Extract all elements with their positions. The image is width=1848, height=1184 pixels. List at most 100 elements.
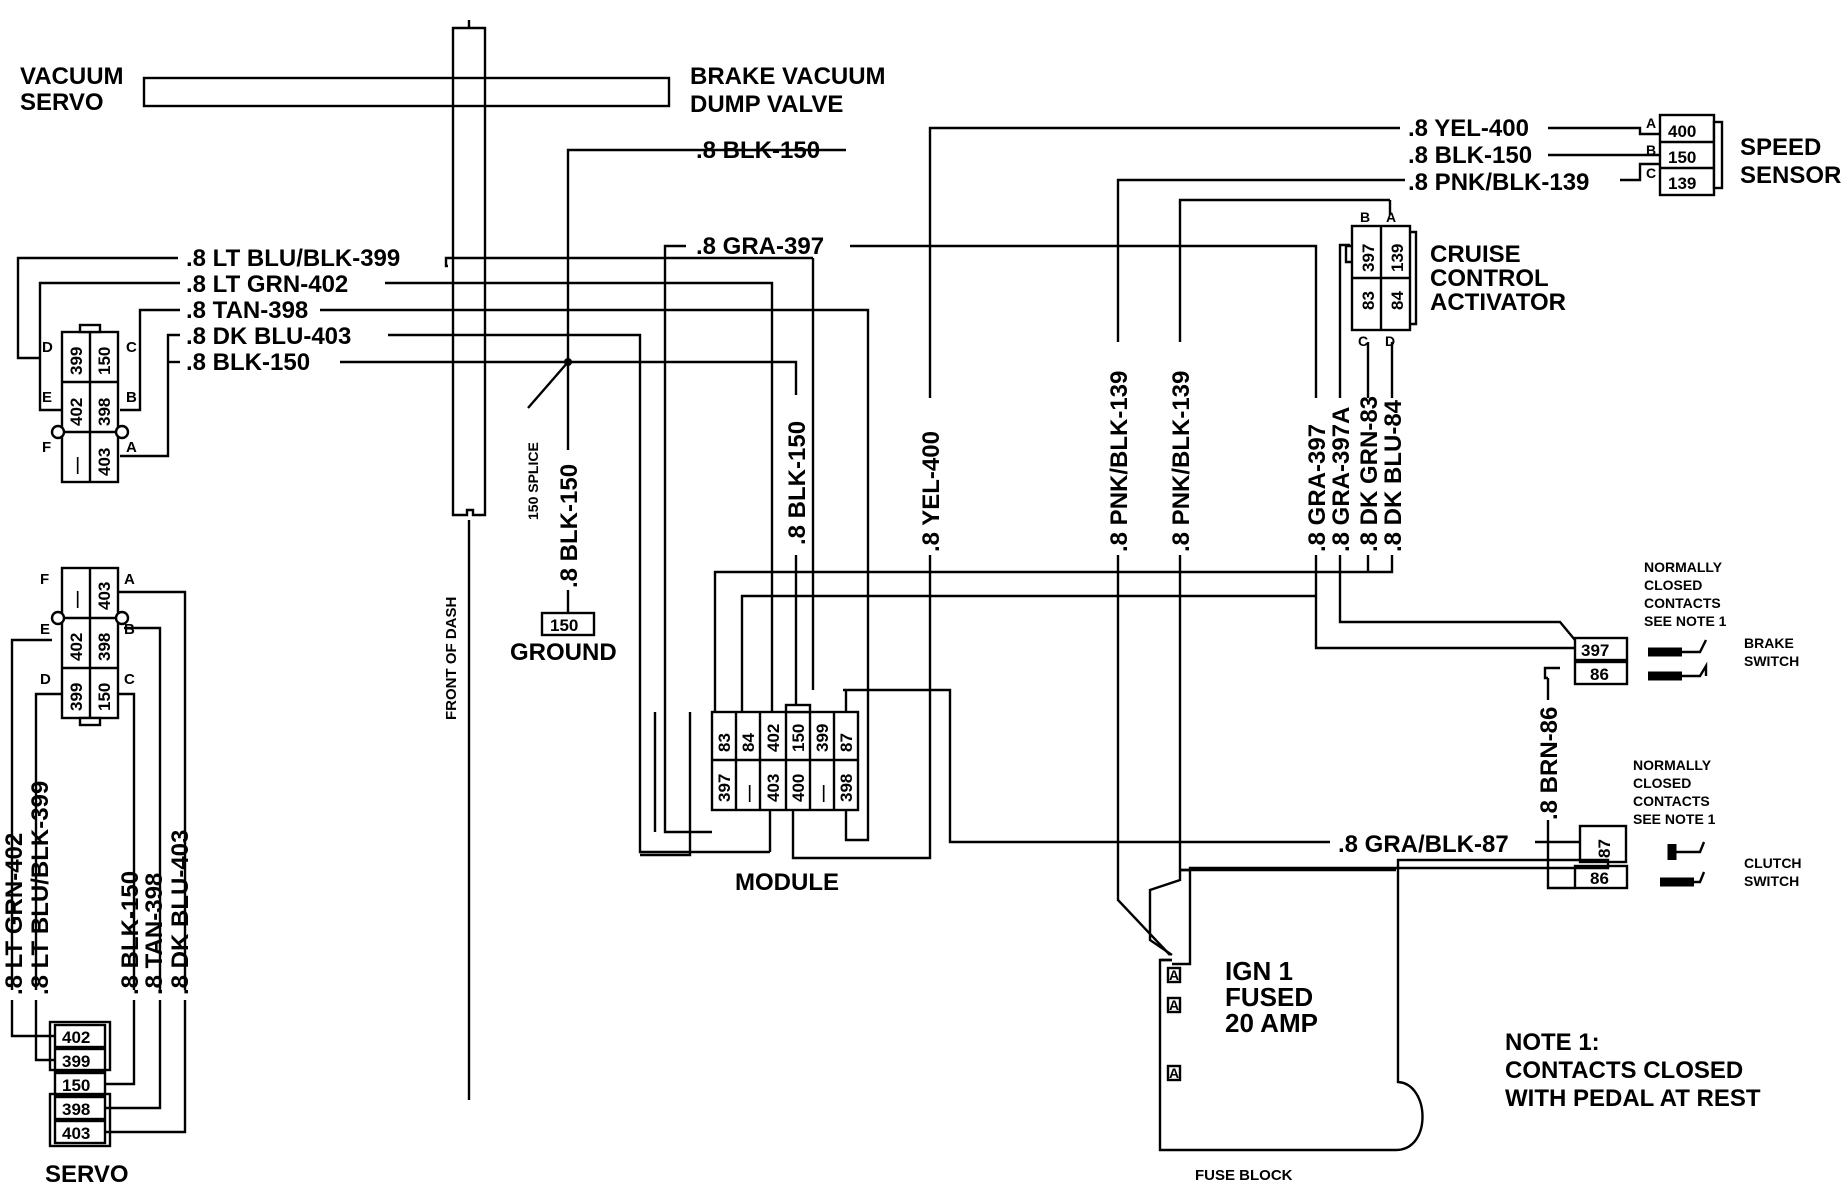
activator-letter-b: B	[1360, 209, 1370, 225]
vwire-dkblu84: .8 DK BLU-84	[1380, 399, 1407, 552]
activator-label-2: CONTROL	[1430, 265, 1549, 292]
servo1-pin-403: 403	[95, 448, 114, 476]
servo2-letter-c: C	[124, 671, 135, 688]
clutch-contacts-icon	[1660, 844, 1694, 887]
clutch-nc-1: NORMALLY	[1633, 757, 1712, 773]
wire-label-ltgrn402: .8 LT GRN-402	[186, 271, 348, 298]
servo2-letter-d: D	[40, 671, 51, 688]
vwire-dkblu403: .8 DK BLU-403	[167, 830, 194, 995]
speed-sensor-label-2: SENSOR	[1740, 162, 1841, 189]
activator-pin-84: 84	[1388, 291, 1407, 310]
servo-label: SERVO	[45, 1161, 129, 1184]
clutch-nc-2: CLOSED	[1633, 775, 1691, 791]
brake-pin-397: 397	[1581, 641, 1609, 660]
note-line-1: NOTE 1:	[1505, 1029, 1600, 1056]
clutch-switch-blade-icon	[1672, 841, 1706, 884]
activator-label-3: ACTIVATOR	[1430, 289, 1566, 316]
note-line-2: CONTACTS CLOSED	[1505, 1057, 1743, 1084]
servo1-letter-f: F	[42, 439, 51, 456]
activator-pin-83: 83	[1359, 291, 1378, 310]
vwire-tan398: .8 TAN-398	[141, 873, 168, 995]
servo2-letter-e: E	[40, 621, 50, 638]
vwire-gra397a: .8 GRA-397A	[1328, 407, 1355, 552]
servo2-letter-b: B	[124, 621, 135, 638]
vwire-pnkblk139-a: .8 PNK/BLK-139	[1106, 371, 1133, 552]
servo2-letter-f: F	[40, 571, 49, 588]
wire-label-tan398: .8 TAN-398	[186, 297, 308, 324]
servo-connector-1: 399 150 402 398 — 403 D E F C B A	[42, 323, 137, 484]
activator-letter-d: D	[1385, 333, 1395, 349]
dump-valve-label-2: DUMP VALVE	[690, 91, 843, 118]
vwire-yel400: .8 YEL-400	[918, 431, 945, 552]
vacuum-hose: VACUUM SERVO BRAKE VACUUM DUMP VALVE	[20, 63, 886, 118]
module-pin-top-1: 84	[739, 733, 758, 752]
wire-label-blk150-speed: .8 BLK-150	[1408, 142, 1532, 169]
note-line-3: WITH PEDAL AT REST	[1505, 1085, 1761, 1112]
brake-nc-2: CLOSED	[1644, 577, 1702, 593]
clutch-switch-label-1: CLUTCH	[1744, 855, 1802, 871]
wire-label-gra397: .8 GRA-397	[696, 233, 824, 260]
servo-stack-pin-403: 403	[62, 1124, 90, 1143]
note: NOTE 1: CONTACTS CLOSED WITH PEDAL AT RE…	[1505, 1029, 1761, 1112]
wire-label-dkblu403: .8 DK BLU-403	[186, 323, 351, 350]
servo1-letter-c: C	[126, 339, 137, 356]
brake-switch-blade-icon	[1682, 639, 1708, 678]
servo2-pin-398: 398	[95, 633, 114, 661]
servo-stack-pin-399: 399	[62, 1052, 90, 1071]
vertical-wire-labels: .8 BLK-150 150 SPLICE .8 BLK-150 .8 YEL-…	[1, 371, 1563, 995]
fuse-terminal-3: A	[1169, 1065, 1179, 1081]
servo1-pin-blank: —	[67, 457, 86, 474]
module-pin-top-5: 87	[837, 733, 856, 752]
speed-letter-c: C	[1646, 165, 1656, 181]
wire-label-pnkblk139: .8 PNK/BLK-139	[1408, 169, 1589, 196]
clutch-pin-86: 86	[1590, 869, 1609, 888]
ground-terminal: 150 GROUND	[510, 611, 617, 666]
vacuum-servo-label-2: SERVO	[20, 89, 104, 116]
vwire-dkgrn83: .8 DK GRN-83	[1356, 396, 1383, 552]
speed-letter-b: B	[1646, 142, 1656, 158]
servo2-pin-399: 399	[67, 683, 86, 711]
vwire-ltblublk399: .8 LT BLU/BLK-399	[27, 781, 54, 995]
vwire-blk150-ground: .8 BLK-150	[556, 464, 583, 588]
vwire-pnkblk139-b: .8 PNK/BLK-139	[1168, 371, 1195, 552]
wire-label-grablk87: .8 GRA/BLK-87	[1338, 831, 1509, 858]
servo2-pin-402: 402	[67, 633, 86, 661]
servo1-letter-a: A	[126, 439, 137, 456]
activator-pin-397: 397	[1359, 244, 1378, 272]
servo1-pin-398: 398	[95, 398, 114, 426]
clutch-switch-label-2: SWITCH	[1744, 873, 1799, 889]
module-pin-top-3: 150	[789, 724, 808, 752]
vwire-brn86: .8 BRN-86	[1536, 707, 1563, 820]
ground-pin: 150	[550, 616, 578, 635]
speed-sensor-label-1: SPEED	[1740, 134, 1821, 161]
brake-switch: 397 86 NORMALLY CLOSED CONTACTS SEE NOTE…	[1573, 559, 1799, 686]
module-label: MODULE	[735, 869, 839, 896]
module-pin-top-4: 399	[813, 724, 832, 752]
servo-stack-pin-150: 150	[62, 1076, 90, 1095]
wire-label-ltblublk399: .8 LT BLU/BLK-399	[186, 245, 400, 272]
fuse-block: A A A IGN 1 FUSED 20 AMP FUSE BLOCK	[1158, 858, 1610, 1184]
brake-switch-label-2: SWITCH	[1744, 653, 1799, 669]
servo2-pin-403: 403	[95, 582, 114, 610]
servo-stack: 402 399 150 398 403 SERVO	[10, 1000, 187, 1184]
ign-fuse-label-3: 20 AMP	[1225, 1008, 1318, 1038]
module-pin-bottom-0: 397	[715, 774, 734, 802]
wire-label-blk150-servo: .8 BLK-150	[186, 349, 310, 376]
module-pin-bottom-2: 403	[764, 774, 783, 802]
speed-pin-b: 150	[1668, 148, 1696, 167]
module-pin-bottom-1: —	[739, 785, 758, 802]
speed-sensor-connector: 400 150 139 A B C SPEED SENSOR	[1646, 113, 1841, 197]
activator-label-1: CRUISE	[1430, 241, 1521, 268]
brake-switch-label-1: BRAKE	[1744, 635, 1794, 651]
splice-label: 150 SPLICE	[525, 442, 541, 520]
clutch-nc-4: SEE NOTE 1	[1633, 811, 1716, 827]
servo1-pin-402: 402	[67, 398, 86, 426]
module-pin-bottom-5: 398	[837, 774, 856, 802]
servo-stack-pin-402: 402	[62, 1028, 90, 1047]
servo1-pin-150: 150	[95, 347, 114, 375]
clutch-nc-3: CONTACTS	[1633, 793, 1710, 809]
servo1-letter-d: D	[42, 339, 53, 356]
servo-stack-pin-398: 398	[62, 1100, 90, 1119]
front-of-dash-label: FRONT OF DASH	[443, 597, 460, 720]
